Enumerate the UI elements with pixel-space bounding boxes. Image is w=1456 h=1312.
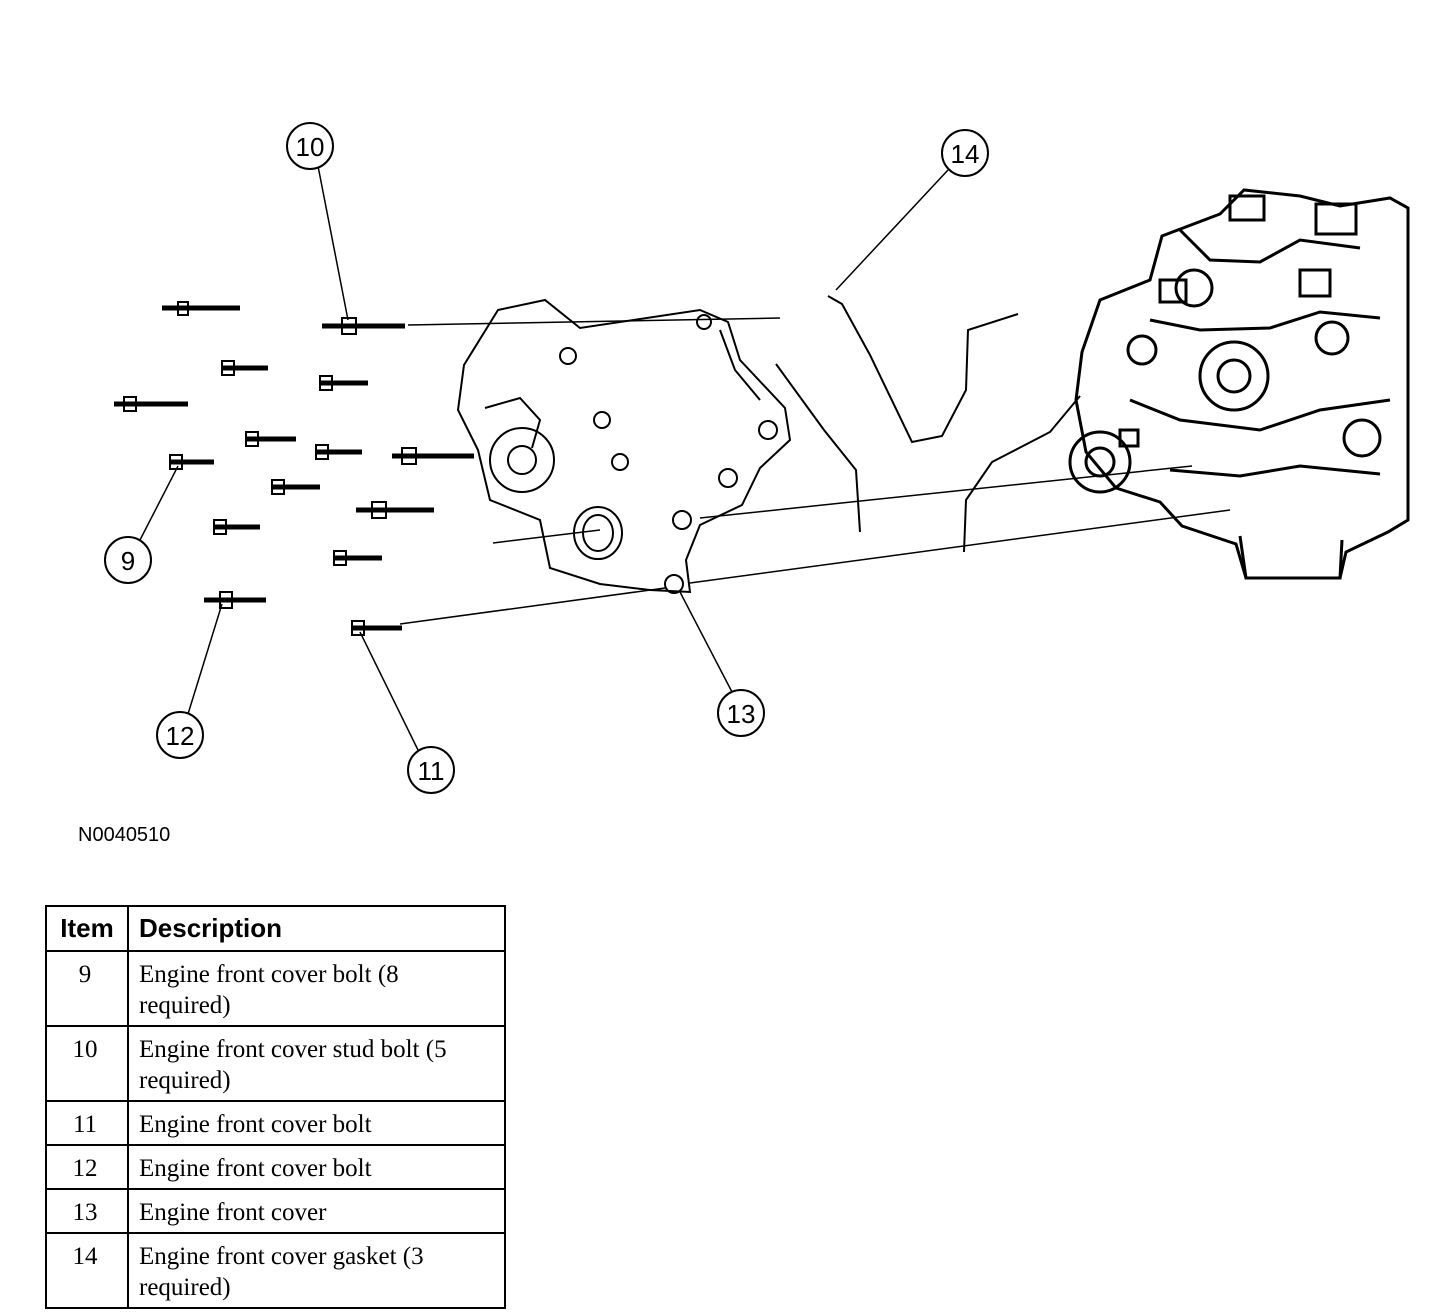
bolt (315, 444, 362, 460)
table-row: 10 Engine front cover stud bolt (5 requi… (45, 1025, 506, 1102)
callout-13 (717, 689, 765, 737)
table-row: 12 Engine front cover bolt (45, 1144, 506, 1190)
bolt (271, 479, 320, 495)
bolt (333, 550, 382, 566)
bolt (114, 396, 188, 412)
bolt (213, 519, 260, 535)
callout-10 (286, 122, 334, 170)
engine-front-cover (456, 298, 792, 594)
item-description: Engine front cover stud bolt (5 required… (127, 1025, 506, 1102)
table-row: 9 Engine front cover bolt (8 required) (45, 950, 506, 1027)
item-number: 14 (45, 1232, 129, 1309)
item-description: Engine front cover gasket (3 required) (127, 1232, 506, 1309)
callout-11 (407, 746, 455, 794)
bolt (319, 375, 368, 391)
engine-front-cover-gasket (775, 295, 1081, 553)
header-item: Item (45, 905, 129, 952)
bolt (245, 431, 296, 447)
item-number: 10 (45, 1025, 129, 1102)
item-description: Engine front cover (127, 1188, 506, 1234)
callout-label-12: 12 (166, 721, 195, 751)
item-description: Engine front cover bolt (127, 1144, 506, 1190)
bolt (351, 620, 402, 636)
bolt-group (114, 301, 474, 636)
callout-9 (104, 536, 152, 584)
item-number: 12 (45, 1144, 129, 1190)
exploded-view-diagram: 9 10 11 12 13 14 (104, 122, 1410, 794)
callout-label-14: 14 (951, 139, 980, 169)
item-description: Engine front cover bolt (8 required) (127, 950, 506, 1027)
stud-bolt (322, 317, 405, 335)
table-row: 13 Engine front cover (45, 1188, 506, 1234)
stud-bolt (356, 501, 434, 519)
callout-label-13: 13 (727, 699, 756, 729)
stud-bolt (392, 447, 474, 465)
parts-legend-table: Item Description 9 Engine front cover bo… (45, 905, 506, 1309)
bolt (169, 454, 214, 470)
bolt (204, 591, 266, 609)
bolt (162, 301, 240, 316)
item-description: Engine front cover bolt (127, 1100, 506, 1146)
callout-label-11: 11 (418, 756, 445, 786)
callout-label-9: 9 (121, 546, 135, 576)
header-description: Description (127, 905, 506, 952)
item-number: 9 (45, 950, 129, 1027)
engine-assembly (1068, 188, 1410, 580)
table-header-row: Item Description (45, 905, 506, 952)
table-row: 14 Engine front cover gasket (3 required… (45, 1232, 506, 1309)
leader-lines (139, 165, 949, 751)
callout-12 (156, 711, 204, 759)
table-row: 11 Engine front cover bolt (45, 1100, 506, 1146)
item-number: 13 (45, 1188, 129, 1234)
alignment-lines (399, 317, 1231, 625)
callout-14 (941, 129, 989, 177)
item-number: 11 (45, 1100, 129, 1146)
bolt (221, 360, 268, 376)
callout-label-10: 10 (296, 132, 325, 162)
figure-id: N0040510 (78, 824, 171, 846)
